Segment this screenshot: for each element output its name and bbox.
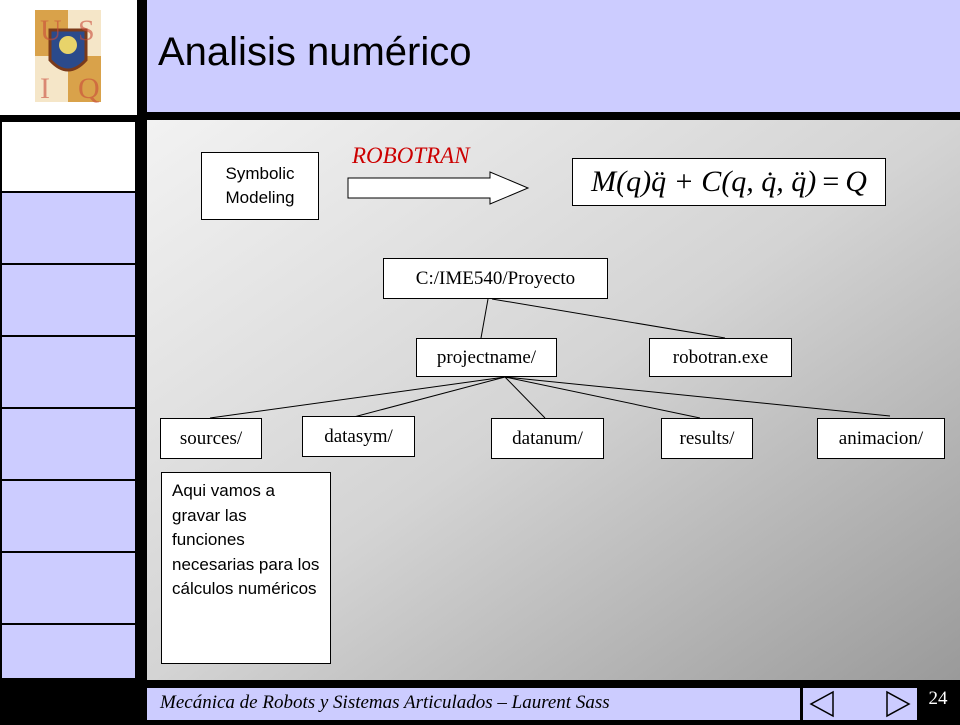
tree-root-node: C:/IME540/Proyecto [383,258,608,299]
sidebar-cell [2,625,135,678]
logo-area: U S I Q [0,0,137,115]
equation-lhs: M(q)q̈ + C(q, q̇, q̈) [591,165,817,198]
tree-node-sources: sources/ [160,418,262,459]
slide-title: Analisis numérico [158,30,472,74]
symbolic-line1: Symbolic [225,164,295,183]
tree-node-results: results/ [661,418,753,459]
next-slide-button[interactable] [879,688,917,720]
sources-note: Aqui vamos a gravar las funciones necesa… [161,472,331,664]
equation-rhs: Q [845,165,867,198]
next-slide-icon [886,690,911,718]
sidebar-cell [2,193,135,263]
footer-bar [147,688,800,720]
svg-text:Q: Q [78,72,100,105]
robotran-label: ROBOTRAN [352,143,470,168]
title-bar [147,0,960,112]
arrow-right-icon [347,171,530,205]
sidebar-cell [2,409,135,479]
tree-node-projectname: projectname/ [416,338,557,377]
previous-slide-button[interactable] [803,688,841,720]
sidebar-cell [2,122,135,191]
page-number: 24 [928,688,948,709]
tree-node-datasym: datasym/ [302,416,415,457]
tree-node-robotran-exe: robotran.exe [649,338,792,377]
tree-node-datanum: datanum/ [491,418,604,459]
equation-box: M(q)q̈ + C(q, q̇, q̈) = Q [572,158,886,206]
previous-slide-icon [809,690,834,718]
nav-blank-button [841,688,879,720]
symbolic-modeling-box: Symbolic Modeling [201,152,319,220]
sidebar-cell [2,337,135,407]
sidebar-cell [2,553,135,623]
sidebar-cell [2,265,135,335]
svg-text:S: S [78,14,95,47]
equation-equals: = [822,165,840,198]
tree-node-animacion: animacion/ [817,418,945,459]
university-crest-icon: U S I Q [35,10,101,105]
footer-text: Mecánica de Robots y Sistemas Articulado… [160,692,610,713]
svg-text:U: U [40,14,62,47]
sidebar [0,120,137,680]
svg-text:I: I [40,72,50,105]
symbolic-line2: Modeling [225,188,295,207]
sidebar-cell [2,481,135,551]
